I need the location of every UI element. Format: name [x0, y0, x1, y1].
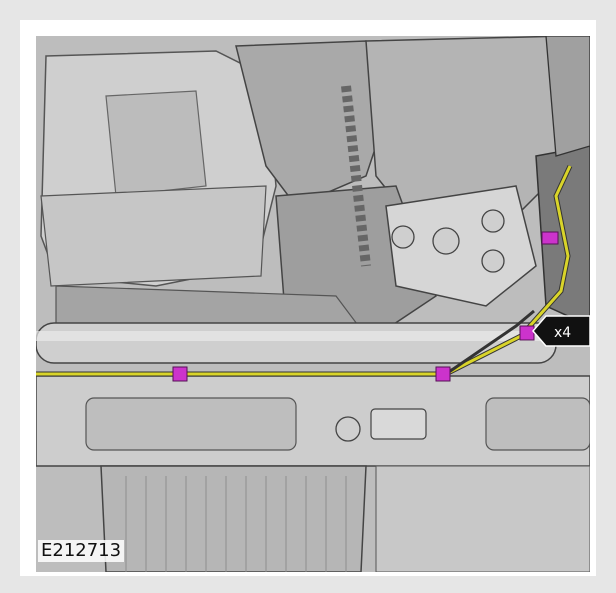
harness-clip — [435, 366, 451, 382]
figure-reference-code: E212713 — [38, 540, 125, 562]
quantity-callout: x4 — [532, 315, 590, 347]
bracket-bolt — [432, 227, 460, 255]
engine-cover-recess — [105, 90, 207, 197]
bracket-bolt — [391, 225, 415, 249]
callout-label: x4 — [554, 325, 571, 341]
harness-clip — [541, 231, 559, 245]
crossmember-bolt — [335, 416, 361, 442]
bracket-bolt — [481, 249, 505, 273]
oil-pan-ribs — [125, 476, 347, 572]
engine-bay-illustration: x4 — [36, 36, 590, 572]
crossmember-recess — [485, 397, 590, 451]
crossmember-recess — [85, 397, 297, 451]
upper-right-component — [545, 36, 590, 157]
engine-lower-cover — [40, 185, 267, 287]
oil-pan — [100, 465, 367, 572]
bracket-bolt — [481, 209, 505, 233]
harness-clip — [519, 325, 535, 341]
harness-clip — [172, 366, 188, 382]
cross-tube-highlight — [36, 331, 556, 341]
lower-right-area — [375, 465, 590, 572]
wiring-harness-branch — [445, 309, 535, 376]
crossmember-bracket — [370, 408, 427, 440]
drive-chain — [341, 85, 371, 267]
